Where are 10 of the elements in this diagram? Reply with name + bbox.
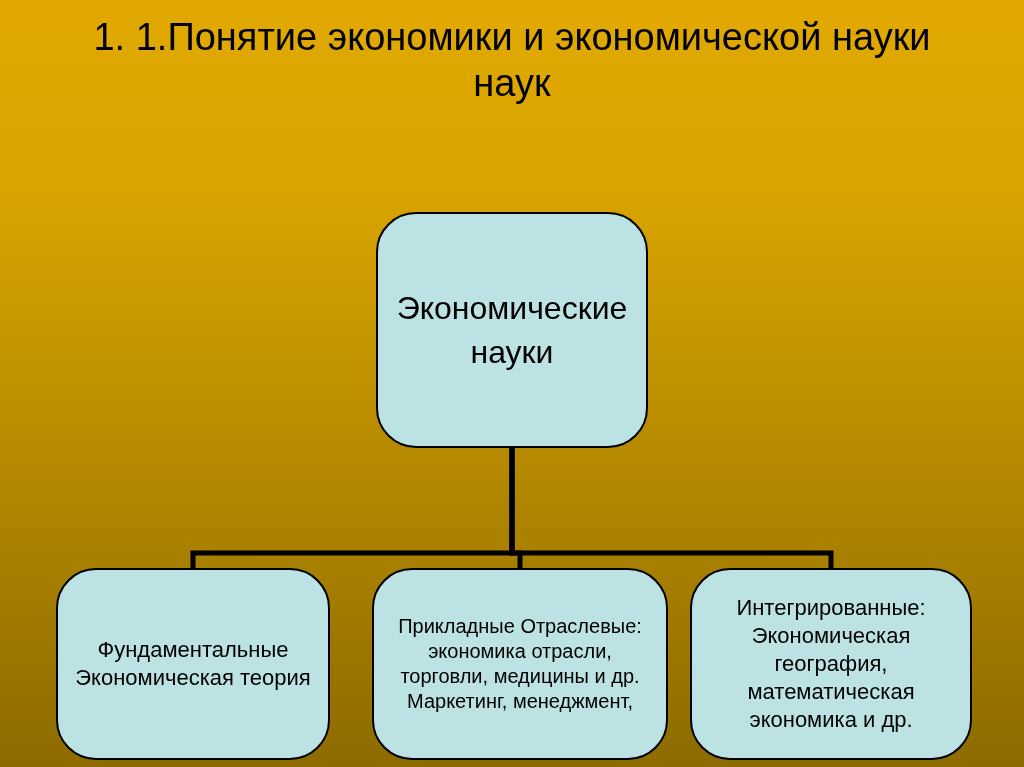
box-text: Прикладные Отраслевые: экономика отрасли, торговли, медицины и др. Маркетинг, менеджмент,	[397, 614, 643, 714]
rounded-box	[376, 212, 648, 448]
rounded-box	[56, 568, 330, 760]
box-text: Фундаментальные Экономическая теория	[74, 636, 312, 692]
box-text: Экономические науки	[395, 289, 629, 372]
slide-title: 1. 1.Понятие экономики и экономической науки наук	[92, 15, 932, 106]
rounded-box	[372, 568, 668, 760]
box-text: Интегрированные: Экономическая география, математическая экономика и др.	[735, 594, 927, 734]
rounded-box	[690, 568, 972, 760]
connector-line	[509, 448, 834, 568]
